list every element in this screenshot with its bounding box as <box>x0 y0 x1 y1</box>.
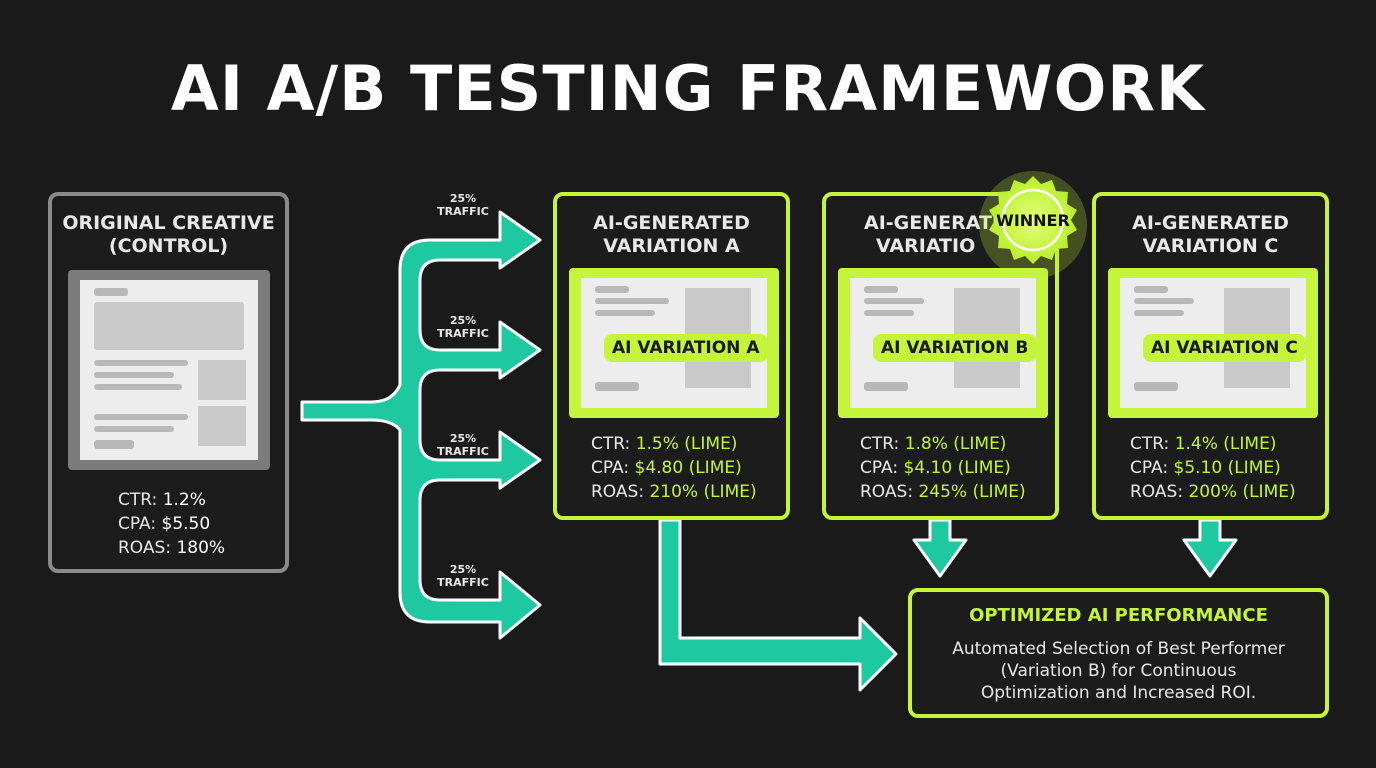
image-placeholder-icon <box>198 360 246 400</box>
optimized-performance-box: OPTIMIZED AI PERFORMANCE Automated Selec… <box>908 588 1329 718</box>
control-creative-preview <box>68 270 270 470</box>
variation-a-to-optimized-arrow <box>658 518 898 692</box>
variation-b-card: AI-GENERATE VARIATIO AI VARIATION B CTR:… <box>822 192 1059 520</box>
variation-c-metrics: CTR: 1.4% (LIME) CPA: $5.10 (LIME) ROAS:… <box>1130 434 1296 502</box>
variation-a-title-line2: VARIATION A <box>603 235 740 257</box>
badge-seal-icon <box>979 171 1087 279</box>
control-metrics: CTR: 1.2% CPA: $5.50 ROAS: 180% <box>118 490 226 558</box>
traffic-label-1: 25%TRAFFIC <box>437 192 489 218</box>
variation-c-card: AI-GENERATED VARIATION C AI VARIATION C … <box>1092 192 1329 520</box>
control-card: ORIGINAL CREATIVE (CONTROL) CTR: 1.2% CP… <box>48 192 289 573</box>
variation-b-title-line2: VARIATIO <box>876 235 976 257</box>
variation-c-pill: AI VARIATION C <box>1143 334 1306 362</box>
variation-b-down-arrow <box>912 518 968 578</box>
variation-b-preview: AI VARIATION B <box>838 268 1048 418</box>
variation-a-card: AI-GENERATED VARIATION A AI VARIATION A … <box>553 192 790 520</box>
variation-a-metrics: CTR: 1.5% (LIME) CPA: $4.80 (LIME) ROAS:… <box>591 434 757 502</box>
variation-b-pill: AI VARIATION B <box>873 334 1037 362</box>
variation-b-metrics: CTR: 1.8% (LIME) CPA: $4.10 (LIME) ROAS:… <box>860 434 1026 502</box>
variation-c-preview: AI VARIATION C <box>1108 268 1318 418</box>
winner-badge: WINNER <box>978 170 1088 280</box>
optimized-description: Automated Selection of Best Performer (V… <box>952 639 1285 703</box>
winner-label: WINNER <box>996 210 1070 230</box>
control-title-line1: ORIGINAL CREATIVE <box>62 212 275 234</box>
variation-b-title-line1: AI-GENERATE <box>864 212 1005 234</box>
variation-c-down-arrow <box>1182 518 1238 578</box>
traffic-label-2: 25%TRAFFIC <box>437 314 489 340</box>
traffic-label-4: 25%TRAFFIC <box>437 563 489 589</box>
split-arrow <box>300 210 542 640</box>
variation-a-pill: AI VARIATION A <box>604 334 768 362</box>
variation-c-title-line2: VARIATION C <box>1142 235 1279 257</box>
image-placeholder-icon <box>198 406 246 446</box>
variation-a-title-line1: AI-GENERATED <box>593 212 750 234</box>
variation-a-preview: AI VARIATION A <box>569 268 779 418</box>
traffic-label-3: 25%TRAFFIC <box>437 432 489 458</box>
variation-c-title-line1: AI-GENERATED <box>1132 212 1289 234</box>
control-title-line2: (CONTROL) <box>108 235 229 257</box>
optimized-title: OPTIMIZED AI PERFORMANCE <box>969 605 1268 626</box>
page-title: AI A/B TESTING FRAMEWORK <box>170 52 1206 125</box>
